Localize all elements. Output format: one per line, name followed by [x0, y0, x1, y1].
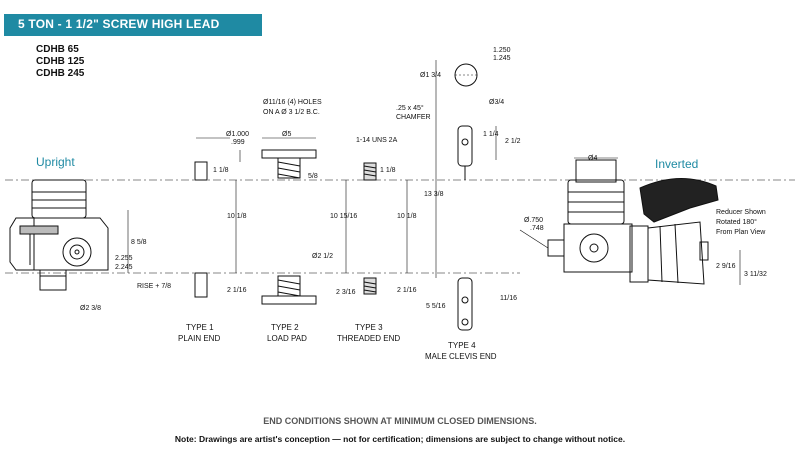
dim-2255: 2.255	[115, 255, 133, 262]
dim-1245: 1.245	[493, 55, 511, 62]
type2-load-pad	[261, 149, 317, 305]
type2-caption-line1: TYPE 2	[271, 323, 299, 332]
model-item: CDHB 245	[36, 68, 85, 79]
type4-caption-line1: TYPE 4	[448, 341, 476, 350]
inverted-jack	[547, 159, 719, 285]
dim-holes-line1: Ø11/16 (4) HOLES	[263, 99, 322, 106]
dim-2916: 2 9/16	[716, 263, 736, 270]
drawing-title: 5 TON - 1 1/2" SCREW HIGH LEAD	[18, 17, 220, 31]
reducer-note-line2: Rotated 180°	[716, 218, 757, 226]
dim-101516: 10 15/16	[330, 213, 357, 220]
type4-caption-line2: MALE CLEVIS END	[425, 352, 497, 361]
dim-1000: Ø1.000	[226, 131, 249, 138]
dim-d4: Ø4	[588, 155, 597, 162]
dim-858: 8 5/8	[131, 239, 147, 246]
dim-1116: 11/16	[500, 295, 517, 302]
disclaimer-note: Note: Drawings are artist's conception —…	[174, 434, 626, 444]
dim-d212: Ø2 1/2	[312, 253, 333, 260]
title-bar: 5 TON - 1 1/2" SCREW HIGH LEAD	[4, 14, 262, 36]
type4-clevis	[454, 63, 478, 331]
dim-d5: Ø5	[282, 131, 291, 138]
dim-58: 5/8	[308, 173, 318, 180]
dim-1018-type1: 10 1/8	[227, 213, 247, 220]
upright-jack	[9, 179, 109, 291]
inverted-label: Inverted	[655, 157, 699, 171]
dim-d238: Ø2 3/8	[80, 305, 101, 312]
type1-plain-end	[194, 161, 208, 298]
dim-unc-thread: 1-14 UNS 2A	[356, 137, 398, 144]
type3-caption-line1: TYPE 3	[355, 323, 383, 332]
dim-d134: Ø1 3/4	[420, 72, 441, 79]
dim-2116-type1: 2 1/16	[227, 287, 247, 294]
dim-118-type1: 1 1/8	[213, 167, 229, 174]
dim-d34: Ø3/4	[489, 99, 504, 106]
model-list: CDHB 65 CDHB 125 CDHB 245	[36, 44, 84, 80]
type1-caption-line2: PLAIN END	[178, 334, 220, 343]
type2-caption-line2: LOAD PAD	[267, 334, 307, 343]
dim-748: .748	[530, 225, 544, 232]
dim-5516: 5 5/16	[426, 303, 446, 310]
dim-750: Ø.750	[524, 217, 543, 224]
upright-label: Upright	[36, 155, 75, 169]
dim-1250: 1.250	[493, 47, 511, 54]
dim-2316: 2 3/16	[336, 289, 356, 296]
dim-holes-line2: ON A Ø 3 1/2 B.C.	[263, 109, 320, 116]
end-conditions-note: END CONDITIONS SHOWN AT MINIMUM CLOSED D…	[263, 416, 537, 426]
reducer-note-line3: From Plan View	[716, 229, 766, 236]
dim-2116-type3: 2 1/16	[397, 287, 417, 294]
dim-212-clevis: 2 1/2	[505, 138, 521, 145]
dim-rise: RISE + 7/8	[137, 283, 171, 290]
dim-chamfer-line2: CHAMFER	[396, 114, 431, 121]
dim-1338: 13 3/8	[424, 191, 444, 198]
dim-999: .999	[231, 139, 245, 146]
model-item: CDHB 125	[36, 56, 85, 67]
type3-threaded-end	[363, 162, 377, 295]
model-item: CDHB 65	[36, 44, 79, 55]
dim-114: 1 1/4	[483, 131, 499, 138]
dim-1018-type3: 10 1/8	[397, 213, 417, 220]
type1-caption-line1: TYPE 1	[186, 323, 214, 332]
dim-chamfer-line1: .25 x 45°	[396, 104, 424, 112]
reducer-note-line1: Reducer Shown	[716, 209, 766, 216]
dim-2245: 2.245	[115, 264, 133, 271]
dim-31132: 3 11/32	[744, 271, 767, 278]
type3-caption-line2: THREADED END	[337, 334, 400, 343]
dim-118-type3: 1 1/8	[380, 167, 396, 174]
